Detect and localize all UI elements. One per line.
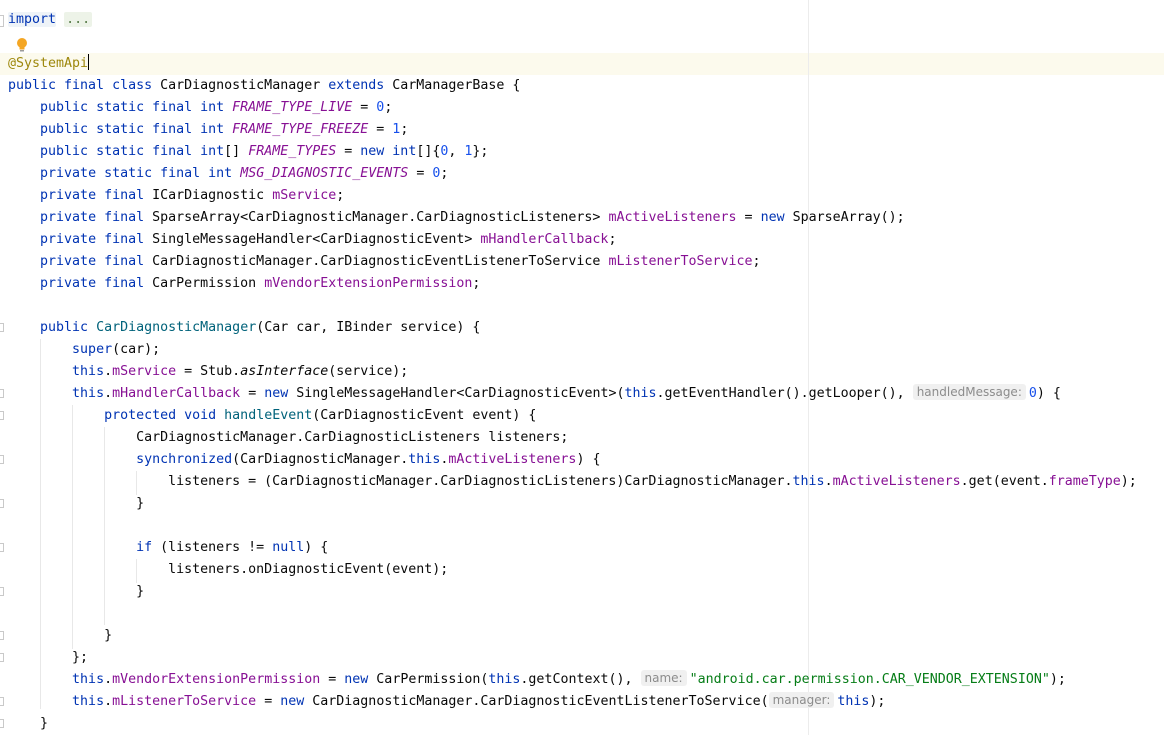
right-margin-guide [808,0,809,735]
code-line[interactable]: if (listeners != null) { [136,540,329,555]
lightbulb-icon[interactable] [16,37,28,53]
parameter-hint: manager: [768,692,835,708]
code-line[interactable]: import ... [8,12,93,27]
fold-marker-icon[interactable] [0,587,4,596]
indent-guide [104,427,105,625]
folded-imports[interactable]: ... [64,12,93,27]
code-line[interactable]: listeners = (CarDiagnosticManager.CarDia… [8,474,1137,489]
fold-marker-icon[interactable] [0,15,4,27]
code-line[interactable]: }; [8,650,89,665]
code-line[interactable]: public static final int FRAME_TYPE_LIVE … [40,100,393,115]
code-line[interactable]: } [8,628,113,643]
code-line[interactable]: private final SparseArray<CarDiagnosticM… [40,210,905,225]
code-line[interactable]: synchronized(CarDiagnosticManager.this.m… [136,452,601,467]
code-line[interactable]: private static final int MSG_DIAGNOSTIC_… [40,166,449,181]
code-line[interactable]: protected void handleEvent(CarDiagnostic… [104,408,537,423]
fold-marker-icon[interactable] [0,499,4,508]
code-line[interactable]: CarDiagnosticManager.CarDiagnosticListen… [8,430,569,445]
code-line[interactable]: super(car); [72,342,161,357]
parameter-hint: handledMessage: [912,384,1026,400]
code-line[interactable]: this.mService = Stub.asInterface(service… [72,364,409,379]
fold-marker-icon[interactable] [0,323,4,332]
code-line[interactable]: this.mListenerToService = new CarDiagnos… [72,692,886,709]
code-line[interactable]: @SystemApi [8,54,90,71]
code-line[interactable]: public static final int[] FRAME_TYPES = … [40,144,489,159]
code-line[interactable]: private final SingleMessageHandler<CarDi… [40,232,617,247]
code-line[interactable]: } [8,716,49,731]
code-line[interactable]: this.mHandlerCallback = new SingleMessag… [72,384,1061,401]
fold-marker-icon[interactable] [0,389,4,398]
code-line[interactable]: public static final int FRAME_TYPE_FREEZ… [40,122,409,137]
string-literal: "android.car.permission.CAR_VENDOR_EXTEN… [689,672,1050,687]
fold-marker-icon[interactable] [0,697,4,706]
fold-marker-icon[interactable] [0,543,4,552]
code-line[interactable]: public CarDiagnosticManager(Car car, IBi… [40,320,481,335]
indent-guide [136,471,137,495]
code-line[interactable]: listeners.onDiagnosticEvent(event); [8,562,449,577]
indent-guide [40,339,41,709]
code-line[interactable]: private final CarDiagnosticManager.CarDi… [40,254,761,269]
text-caret [88,54,90,70]
current-line-highlight [0,53,1164,75]
code-line[interactable]: } [8,496,145,511]
indent-guide [136,559,137,583]
code-line[interactable]: public final class CarDiagnosticManager … [8,78,521,93]
code-line[interactable]: private final CarPermission mVendorExten… [40,276,481,291]
code-line[interactable]: } [8,584,145,599]
fold-marker-icon[interactable] [0,411,4,420]
code-line[interactable]: this.mVendorExtensionPermission = new Ca… [72,670,1066,687]
fold-marker-icon[interactable] [0,653,4,662]
code-line[interactable]: private final ICarDiagnostic mService; [40,188,345,203]
fold-marker-icon[interactable] [0,631,4,640]
indent-guide [72,405,73,649]
fold-marker-icon[interactable] [0,719,4,728]
parameter-hint: name: [640,670,687,686]
fold-marker-icon[interactable] [0,455,4,464]
